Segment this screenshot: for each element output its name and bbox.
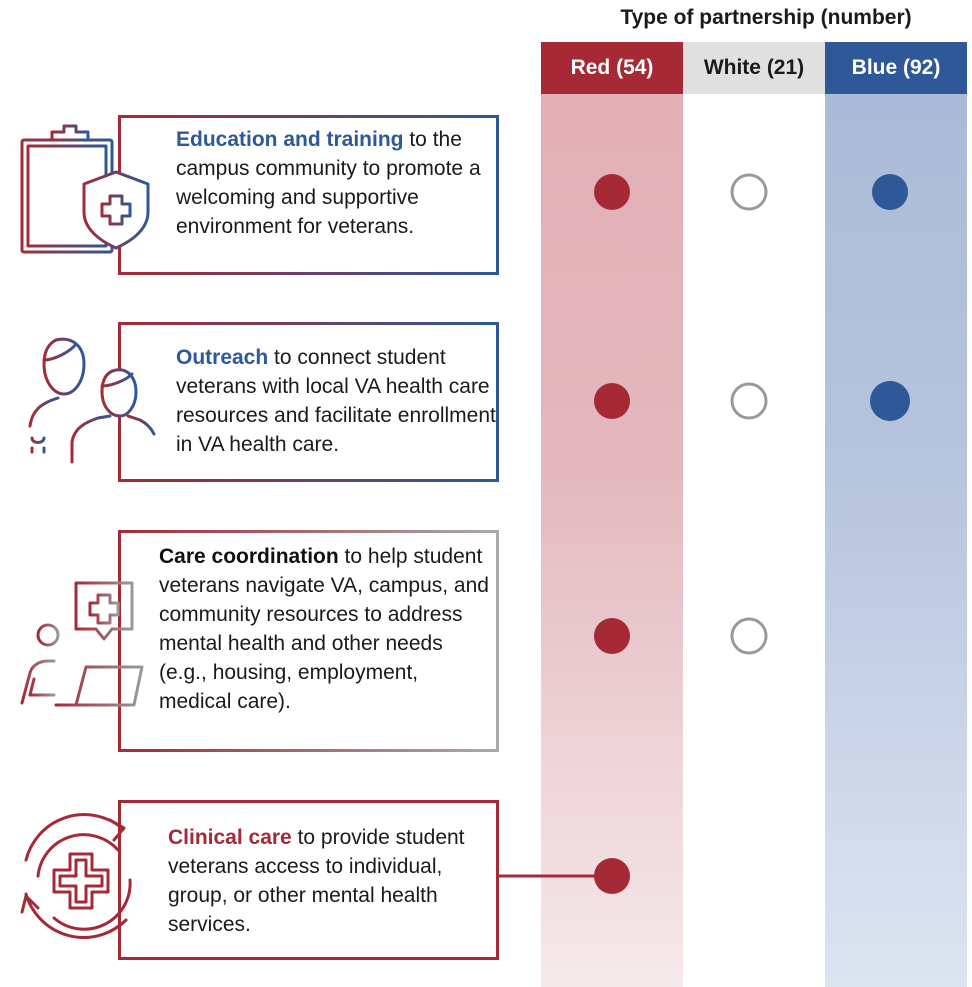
clipboard-shield-icon [20,124,150,254]
white-column-header: White (21) [683,42,825,94]
row-2-red-dot [594,383,630,419]
blue-column-header: Blue (92) [825,42,967,94]
row-4-red-dot [594,858,630,894]
care-coordination-box: Care coordination to help student vetera… [118,530,499,752]
partnership-type-title: Type of partnership (number) [620,6,912,29]
row-3-keyword: Care coordination [159,545,339,568]
row-3-white-dot [730,617,768,655]
row-2-white-dot [730,382,768,420]
people-icon [28,337,156,464]
row-3-red-dot [594,618,630,654]
education-training-box: Education and training to the campus com… [118,115,499,275]
row-2-description: to connect student veterans with local V… [176,346,496,456]
row-1-red-dot [594,174,630,210]
row-2-keyword: Outreach [176,346,269,369]
care-coordination-text: Care coordination to help student vetera… [159,542,494,716]
red-column-header: Red (54) [541,42,683,94]
row-1-white-dot [730,173,768,211]
row-1-keyword: Education and training [176,128,404,151]
outreach-box: Outreach to connect student veterans wit… [118,322,499,482]
row-4-description: to provide student veterans access to in… [168,826,465,936]
clinical-care-box: Clinical care to provide student veteran… [118,800,499,960]
cycle-cross-icon [20,813,132,939]
row-1-blue-dot [872,174,908,210]
clinical-care-text: Clinical care to provide student veteran… [168,823,493,939]
outreach-text: Outreach to connect student veterans wit… [176,343,496,459]
person-laptop-chat-icon [20,581,144,707]
row-4-keyword: Clinical care [168,826,292,849]
row-3-description: to help student veterans navigate VA, ca… [159,545,489,713]
row-1-description: to the campus community to promote a wel… [176,128,481,238]
row-2-blue-dot [870,381,910,421]
education-training-text: Education and training to the campus com… [176,125,496,241]
